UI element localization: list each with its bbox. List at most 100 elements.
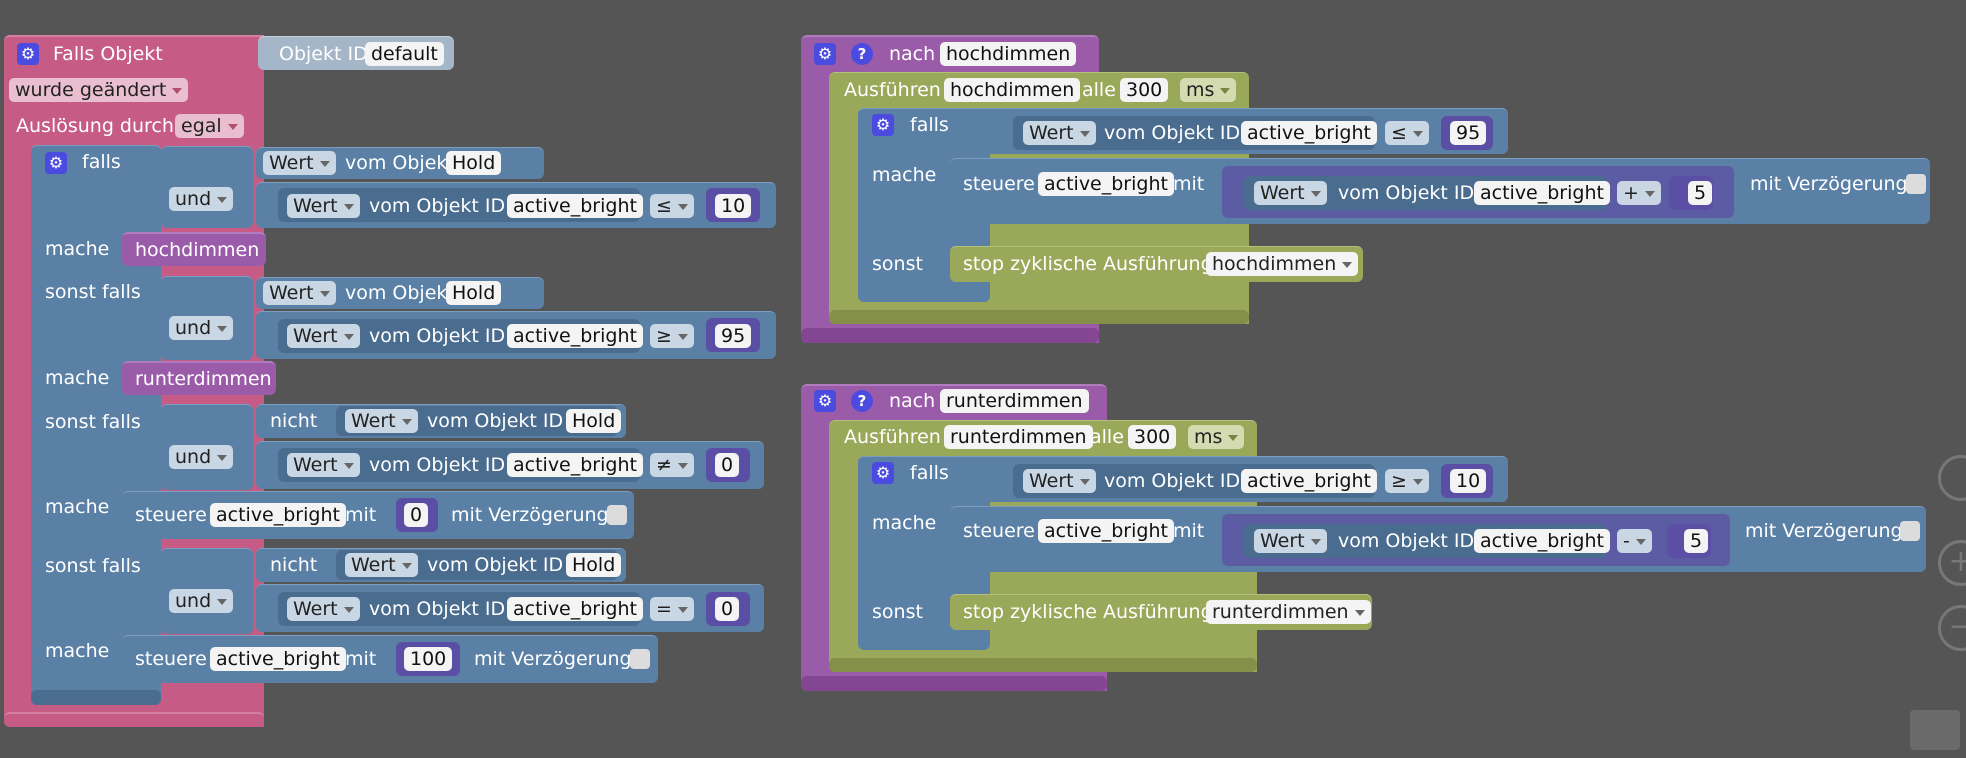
interval-name-field[interactable]: runterdimmen (944, 425, 1093, 449)
delay-checkbox[interactable] (607, 505, 627, 525)
object-id-label: vom Objekt ID (369, 454, 506, 476)
trigger-dropdown[interactable]: egal (175, 114, 244, 138)
number-field[interactable]: 0 (715, 453, 740, 477)
value-dropdown[interactable]: Wert (287, 597, 360, 621)
value-dropdown[interactable]: Wert (287, 324, 360, 348)
value-dropdown[interactable]: Wert (1254, 529, 1327, 553)
call-label: hochdimmen (135, 239, 260, 261)
value-dropdown[interactable]: Wert (287, 453, 360, 477)
elseif-label: sonst falls (45, 411, 141, 433)
value-dropdown[interactable]: Wert (1023, 469, 1096, 493)
object-field[interactable]: Hold (566, 553, 622, 577)
control-object-field[interactable]: active_bright (1038, 519, 1174, 543)
and-dropdown[interactable]: und (169, 445, 234, 469)
number-field[interactable]: 95 (715, 324, 752, 348)
function-prefix: nach (889, 43, 936, 65)
object-field[interactable]: active_bright (507, 597, 643, 621)
control-object-field[interactable]: active_bright (1038, 172, 1174, 196)
and-dropdown[interactable]: und (169, 187, 234, 211)
math-operator-dropdown[interactable]: - (1617, 529, 1652, 553)
value-dropdown[interactable]: Wert (287, 194, 360, 218)
interval-unit-dropdown[interactable]: ms (1188, 425, 1245, 449)
value-dropdown[interactable]: Wert (263, 151, 336, 175)
function-prefix: nach (889, 390, 936, 412)
run-label: Ausführen (844, 426, 941, 448)
do-label: mache (45, 238, 110, 260)
function-name-field[interactable]: hochdimmen (940, 42, 1077, 66)
value-dropdown[interactable]: Wert (263, 281, 336, 305)
help-icon[interactable]: ? (851, 43, 873, 65)
number-field[interactable]: 5 (1688, 181, 1713, 205)
number-field[interactable]: 0 (404, 503, 429, 527)
number-field[interactable]: 5 (1684, 529, 1709, 553)
operator-dropdown[interactable]: ≠ (650, 453, 694, 477)
control-object-field[interactable]: active_bright (210, 503, 346, 527)
object-field[interactable]: Hold (446, 281, 502, 305)
with-label: mit (1173, 520, 1205, 542)
control-object-field[interactable]: active_bright (210, 647, 346, 671)
object-id-label: vom Objekt ID (369, 195, 506, 217)
else-label: sonst (872, 253, 923, 275)
help-icon[interactable]: ? (851, 390, 873, 412)
trigger-label: Auslösung durch (16, 115, 174, 137)
zoom-out-icon[interactable]: − (1938, 605, 1966, 651)
operator-dropdown[interactable]: = (650, 597, 694, 621)
object-id-field[interactable]: default (365, 42, 444, 66)
function-name-field[interactable]: runterdimmen (940, 389, 1089, 413)
gear-icon[interactable]: ⚙ (872, 114, 894, 136)
operator-dropdown[interactable]: ≥ (650, 324, 694, 348)
number-field[interactable]: 95 (1450, 121, 1487, 145)
gear-icon[interactable]: ⚙ (814, 43, 836, 65)
value-dropdown[interactable]: Wert (1254, 181, 1327, 205)
call-runterdimmen-block[interactable] (122, 361, 276, 395)
number-field[interactable]: 0 (715, 597, 740, 621)
and-dropdown[interactable]: und (169, 589, 234, 613)
control-block[interactable] (122, 491, 634, 539)
object-field[interactable]: active_bright (507, 453, 643, 477)
operator-dropdown[interactable]: ≤ (1385, 121, 1429, 145)
number-field[interactable]: 10 (715, 194, 752, 218)
gear-icon[interactable]: ⚙ (814, 390, 836, 412)
delay-checkbox[interactable] (1906, 174, 1926, 194)
value-dropdown[interactable]: Wert (1023, 121, 1096, 145)
object-field[interactable]: active_bright (1474, 529, 1610, 553)
zoom-reset-icon[interactable] (1938, 455, 1966, 501)
interval-value-field[interactable]: 300 (1120, 78, 1169, 102)
object-field[interactable]: active_bright (1474, 181, 1610, 205)
operator-dropdown[interactable]: ≥ (1385, 469, 1429, 493)
number-field[interactable]: 100 (404, 647, 453, 671)
object-field[interactable]: active_bright (507, 324, 643, 348)
object-id-label: vom Objekt ID (1338, 182, 1475, 204)
object-field[interactable]: Hold (566, 409, 622, 433)
number-field[interactable]: 10 (1450, 469, 1487, 493)
delay-checkbox[interactable] (1900, 521, 1920, 541)
interval-unit-dropdown[interactable]: ms (1180, 78, 1237, 102)
object-field[interactable]: active_bright (1241, 121, 1377, 145)
gear-icon[interactable]: ⚙ (17, 43, 39, 65)
zoom-in-icon[interactable]: + (1938, 540, 1966, 586)
object-id-label: vom Objekt ID (1104, 122, 1241, 144)
object-id-label: vom Objekt ID (427, 410, 564, 432)
object-field[interactable]: active_bright (507, 194, 643, 218)
value-dropdown[interactable]: Wert (345, 409, 418, 433)
stop-target-dropdown[interactable]: hochdimmen (1206, 252, 1359, 276)
operator-dropdown[interactable]: ≤ (650, 194, 694, 218)
with-label: mit (345, 504, 377, 526)
trash-icon[interactable] (1910, 710, 1960, 750)
gear-icon[interactable]: ⚙ (872, 462, 894, 484)
gear-icon[interactable]: ⚙ (45, 152, 67, 174)
interval-name-field[interactable]: hochdimmen (944, 78, 1081, 102)
stop-label: stop zyklische Ausführung (963, 253, 1213, 275)
math-operator-dropdown[interactable]: + (1617, 181, 1661, 205)
changed-dropdown[interactable]: wurde geändert (9, 78, 189, 102)
and-dropdown[interactable]: und (169, 316, 234, 340)
object-field[interactable]: Hold (446, 151, 502, 175)
stop-target-dropdown[interactable]: runterdimmen (1206, 600, 1371, 624)
value-dropdown[interactable]: Wert (345, 553, 418, 577)
interval-value-field[interactable]: 300 (1128, 425, 1177, 449)
call-hochdimmen-block[interactable] (122, 232, 266, 266)
delay-checkbox[interactable] (630, 649, 650, 669)
object-field[interactable]: active_bright (1241, 469, 1377, 493)
elseif-label: sonst falls (45, 555, 141, 577)
delay-label: mit Verzögerung (474, 648, 632, 670)
